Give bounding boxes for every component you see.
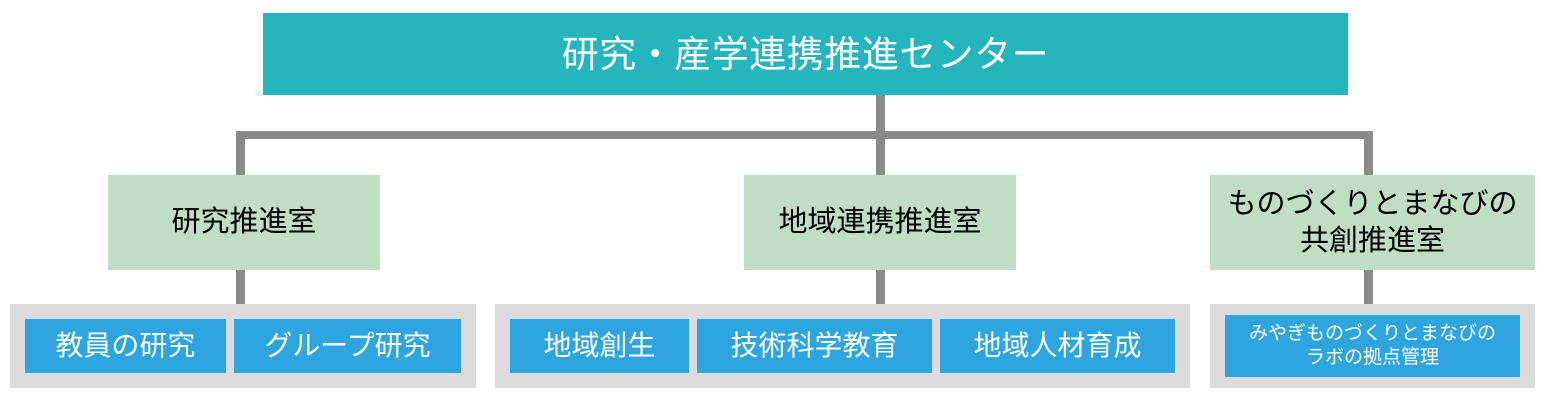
connector-horizontal-bus bbox=[236, 131, 1372, 139]
department-node-research-promotion[interactable]: 研究推進室 bbox=[108, 175, 380, 270]
unit-node-miyagi-lab-base-management[interactable]: みやぎものづくりとまなびの ラボの拠点管理 bbox=[1225, 315, 1520, 377]
unit-node-regional-human-resource-development[interactable]: 地域人材育成 bbox=[940, 319, 1175, 373]
department-node-monozukuri-manabi[interactable]: ものづくりとまなびの 共創推進室 bbox=[1210, 175, 1535, 270]
unit-node-group-research[interactable]: グループ研究 bbox=[233, 319, 461, 373]
connector-drop-group-1 bbox=[876, 270, 885, 304]
unit-node-regional-revitalization[interactable]: 地域創生 bbox=[510, 319, 689, 373]
connector-drop-dept-0 bbox=[236, 131, 245, 175]
unit-node-technology-science-education[interactable]: 技術科学教育 bbox=[697, 319, 932, 373]
connector-drop-dept-2 bbox=[1364, 131, 1373, 175]
connector-root-stub bbox=[876, 95, 885, 139]
unit-group-monozukuri-manabi: みやぎものづくりとまなびの ラボの拠点管理 bbox=[1210, 304, 1535, 388]
unit-group-regional-collaboration: 地域創生 技術科学教育 地域人材育成 bbox=[495, 304, 1190, 388]
connector-drop-dept-1 bbox=[876, 131, 885, 175]
connector-drop-group-0 bbox=[236, 270, 245, 304]
unit-node-faculty-research[interactable]: 教員の研究 bbox=[25, 319, 226, 373]
connector-drop-group-2 bbox=[1364, 270, 1373, 304]
unit-group-research-promotion: 教員の研究 グループ研究 bbox=[10, 304, 476, 388]
root-node-center[interactable]: 研究・産学連携推進センター bbox=[263, 13, 1348, 95]
department-node-regional-collaboration[interactable]: 地域連携推進室 bbox=[744, 175, 1016, 270]
